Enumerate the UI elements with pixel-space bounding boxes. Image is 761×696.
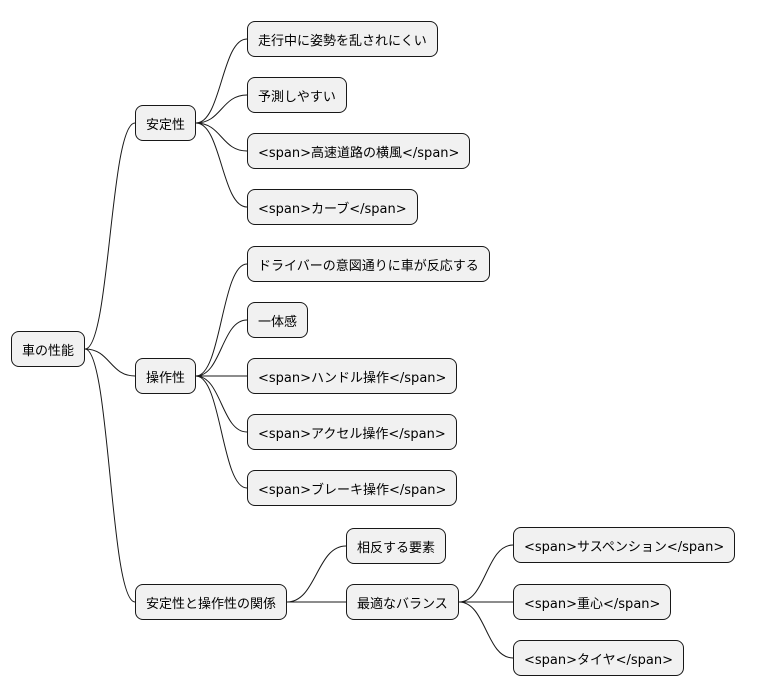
node-relationship: 安定性と操作性の関係: [135, 584, 288, 620]
node-balance-center-of-gravity: <span>重心</span>: [513, 584, 672, 620]
node-handling-unity: 一体感: [247, 302, 309, 338]
node-relationship-conflict: 相反する要素: [346, 528, 447, 564]
node-handling-steering: <span>ハンドル操作</span>: [247, 358, 458, 394]
edge-n1-n1_3: [195, 375, 248, 433]
edge-n0-n0_1: [195, 94, 248, 124]
edge-n2_1-n2_1_0: [458, 544, 514, 603]
edge-n-n1: [84, 348, 136, 377]
node-handling-accelerator: <span>アクセル操作</span>: [247, 414, 457, 450]
edge-n0-n0_0: [195, 38, 248, 124]
node-balance-suspension: <span>サスペンション</span>: [513, 527, 736, 563]
node-handling-brake: <span>ブレーキ操作</span>: [247, 470, 458, 506]
edge-n2_1-n2_1_2: [458, 601, 514, 659]
edge-n1-n1_0: [195, 263, 248, 377]
node-stability-curve: <span>カーブ</span>: [247, 189, 418, 225]
edge-n1-n1_4: [195, 375, 248, 489]
edge-n1-n1_1: [195, 319, 248, 377]
node-handling-response: ドライバーの意図通りに車が反応する: [247, 246, 490, 282]
node-stability-crosswind: <span>高速道路の横風</span>: [247, 133, 471, 169]
edge-n0-n0_3: [195, 122, 248, 208]
node-stability: 安定性: [135, 105, 197, 141]
node-stability-predictable: 予測しやすい: [247, 77, 347, 113]
node-handling: 操作性: [135, 358, 197, 394]
node-stability-posture: 走行中に姿勢を乱されにくい: [247, 21, 438, 57]
node-root: 車の性能: [11, 331, 86, 367]
edge-n0-n0_2: [195, 122, 248, 152]
node-balance-tires: <span>タイヤ</span>: [513, 640, 685, 676]
node-relationship-balance: 最適なバランス: [346, 584, 459, 620]
edge-n-n0: [84, 122, 136, 350]
edge-n2-n2_0: [286, 545, 347, 603]
edge-n-n2: [84, 348, 136, 603]
